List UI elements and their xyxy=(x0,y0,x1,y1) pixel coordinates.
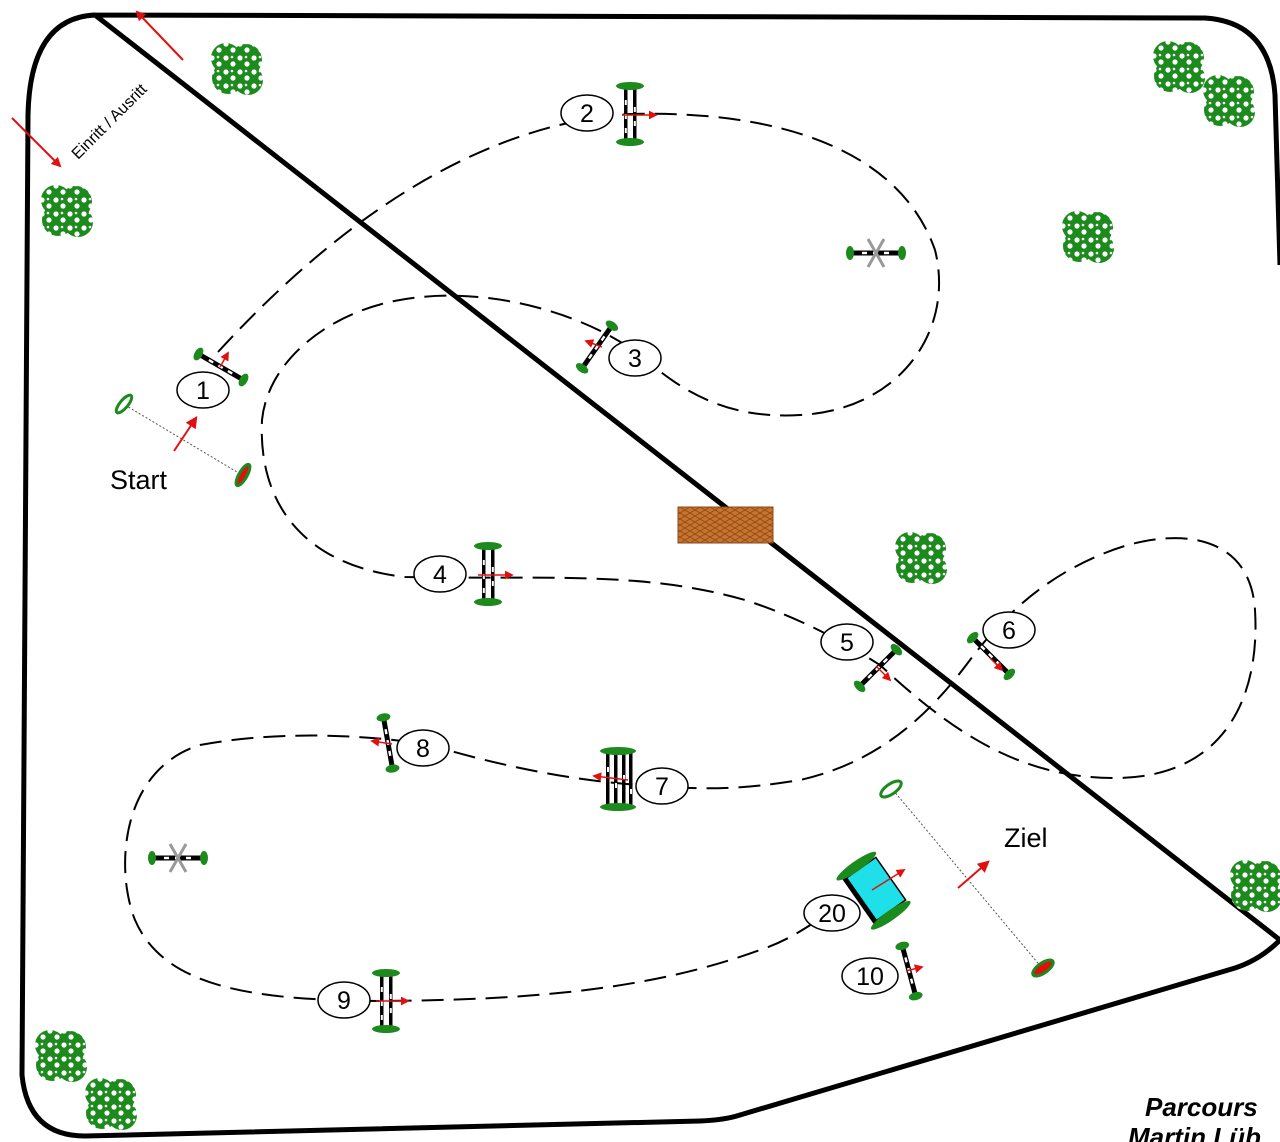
start-arrow xyxy=(173,416,198,452)
obstacle-20: 20 xyxy=(803,851,911,932)
finish-post-left xyxy=(879,779,903,799)
obstacle-3: 3 xyxy=(574,318,662,377)
exit-arrow xyxy=(135,10,184,61)
obstacle-10: 10 xyxy=(841,940,924,1002)
finish-arrow xyxy=(957,860,990,889)
obstacle-2-number: 2 xyxy=(580,100,594,128)
credit-line-2: Martin Lüb xyxy=(1128,1122,1261,1142)
obstacle-1: 1 xyxy=(176,345,251,409)
start-label: Start xyxy=(110,465,168,495)
obstacle-7-number: 7 xyxy=(655,773,669,801)
tree-icon xyxy=(895,532,947,584)
tree-icon xyxy=(85,1078,137,1130)
start-post-right xyxy=(234,462,252,488)
obstacle-6: 6 xyxy=(964,611,1036,683)
judges-board xyxy=(677,506,774,544)
obstacle-8-number: 8 xyxy=(416,735,430,763)
tree-icon xyxy=(35,1030,87,1082)
obstacle-10-number: 10 xyxy=(856,963,884,991)
obstacle-1-number: 1 xyxy=(196,377,210,405)
start-post-left xyxy=(114,393,134,415)
finish-post-right xyxy=(1031,958,1055,978)
tree-icon xyxy=(41,185,93,237)
spare-jump-top-right xyxy=(846,238,906,268)
obstacle-4-number: 4 xyxy=(433,561,447,589)
tree-icon xyxy=(1203,75,1255,127)
spare-jump-left xyxy=(148,843,208,873)
arena-boundary xyxy=(19,12,1280,1139)
obstacle-5-number: 5 xyxy=(840,629,854,657)
tree-icon xyxy=(1153,41,1205,93)
obstacle-5: 5 xyxy=(820,623,905,695)
obstacle-4: 4 xyxy=(413,542,514,606)
tree-icon xyxy=(211,43,263,95)
obstacle-8: 8 xyxy=(370,712,450,774)
tree-icon xyxy=(1230,860,1280,912)
obstacle-20-number: 20 xyxy=(818,900,846,928)
obstacle-9: 9 xyxy=(317,969,410,1033)
obstacle-6-number: 6 xyxy=(1002,617,1016,645)
credit-line-1: Parcours xyxy=(1145,1092,1258,1122)
obstacle-3-number: 3 xyxy=(628,345,642,373)
course-line xyxy=(124,112,1257,1003)
obstacle-2: 2 xyxy=(560,82,658,146)
tree-icon xyxy=(1062,211,1114,263)
finish-label: Ziel xyxy=(1004,823,1048,853)
entry-arrow xyxy=(11,117,62,168)
start-line xyxy=(124,404,243,476)
entry-exit-label: Einritt / Ausritt xyxy=(69,81,151,163)
obstacle-9-number: 9 xyxy=(337,987,351,1015)
obstacle-7: 7 xyxy=(592,747,689,811)
